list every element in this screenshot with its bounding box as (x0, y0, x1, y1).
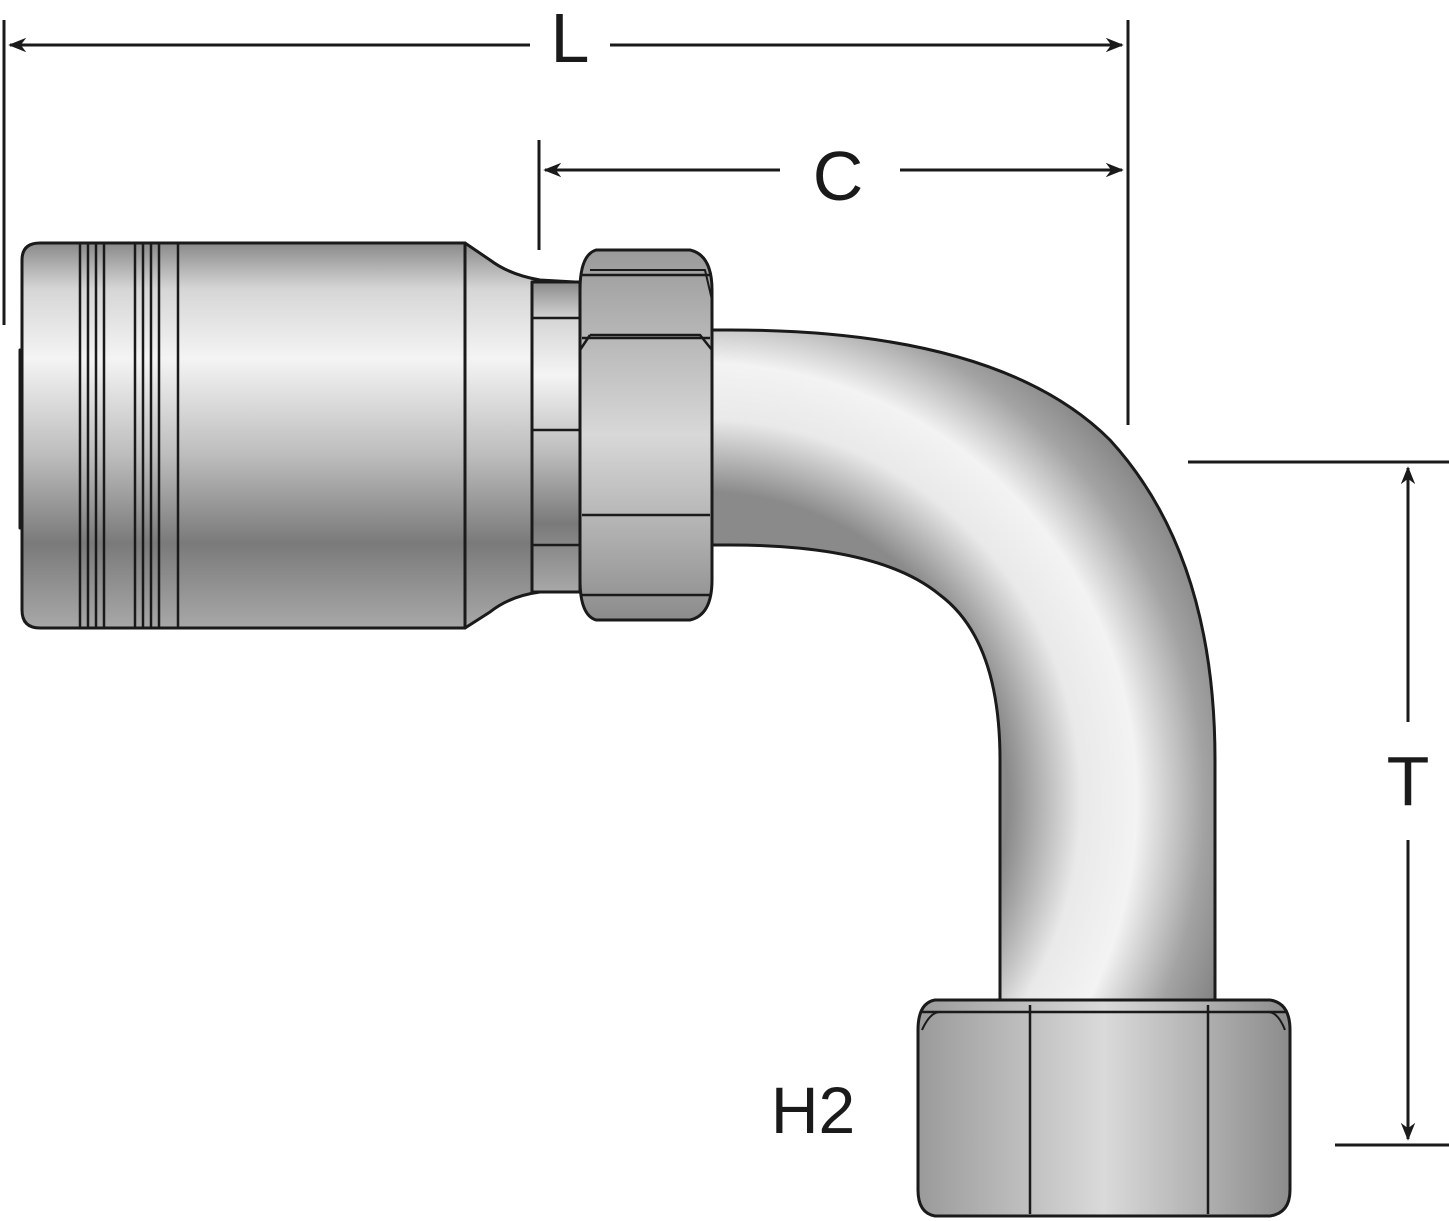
length-label: L (551, 0, 590, 77)
center-label: C (813, 137, 864, 215)
nipple-hex (530, 280, 582, 594)
fitting (18, 241, 1292, 1218)
swivel-nut (578, 248, 714, 622)
tail-label: T (1387, 742, 1430, 820)
female-swivel-nut (916, 998, 1292, 1218)
elbow-tube (698, 328, 1217, 1002)
hex-label: H2 (771, 1073, 855, 1147)
socket-grooves (78, 243, 180, 628)
socket-body (20, 241, 467, 630)
dimension-lines (2, 20, 1449, 1147)
